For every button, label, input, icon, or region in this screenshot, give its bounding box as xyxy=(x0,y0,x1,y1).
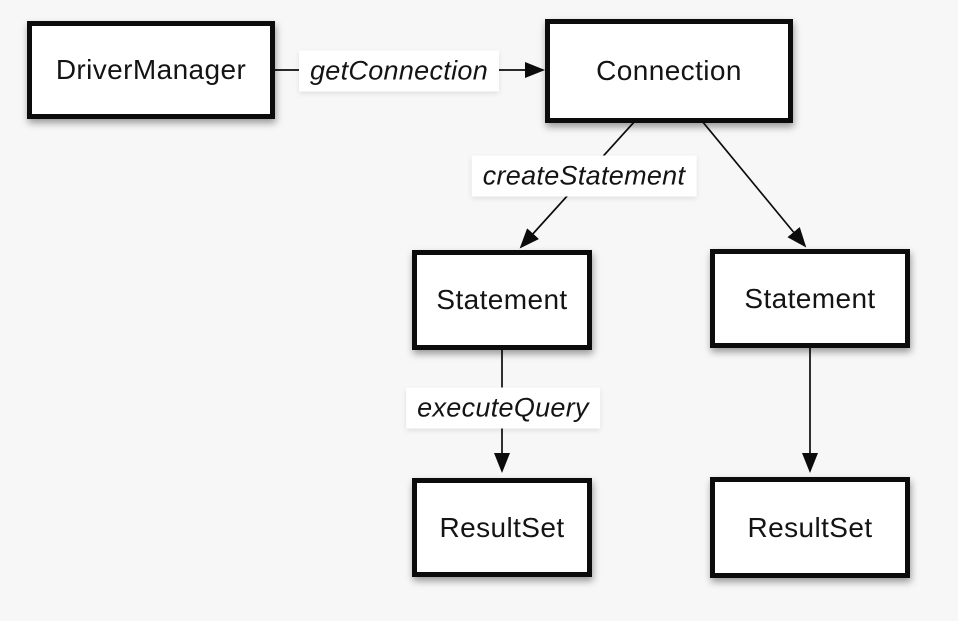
node-connection: Connection xyxy=(545,19,793,123)
edge-label-getconnection: getConnection xyxy=(298,50,500,92)
node-drivermanager: DriverManager xyxy=(27,21,275,119)
node-resultset-left: ResultSet xyxy=(412,478,592,577)
node-statement-right-label: Statement xyxy=(744,282,876,314)
node-statement-left-label: Statement xyxy=(436,284,568,315)
node-resultset-right: ResultSet xyxy=(710,477,910,578)
node-statement-left: Statement xyxy=(412,250,592,350)
edge-label-executequery: executeQuery xyxy=(406,387,600,429)
edge-label-createstatement: createStatement xyxy=(471,155,697,197)
node-statement-right: Statement xyxy=(710,249,910,348)
node-drivermanager-label: DriverManager xyxy=(55,54,247,85)
node-resultset-left-label: ResultSet xyxy=(439,511,565,543)
edge-connection-statement-right-line xyxy=(701,120,807,248)
node-resultset-right-label: ResultSet xyxy=(747,511,873,543)
node-connection-label: Connection xyxy=(596,55,742,86)
